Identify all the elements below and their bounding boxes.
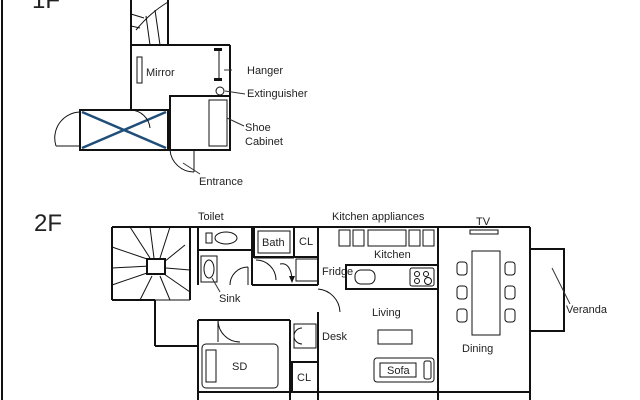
shoe-cabinet-enclosure bbox=[169, 95, 231, 151]
toilet-room bbox=[197, 227, 253, 285]
second-floor: 2F Toilet Kitchen appliances TV bbox=[34, 210, 608, 400]
shoe-cabinet-label-line1: Shoe bbox=[245, 122, 271, 134]
floor-label-2f: 2F bbox=[34, 210, 62, 237]
kitchen-label: Kitchen bbox=[374, 249, 411, 261]
hanger-shape bbox=[214, 48, 222, 81]
entry-arrow bbox=[279, 263, 293, 279]
mirror-label: Mirror bbox=[146, 67, 175, 79]
tv-label: TV bbox=[476, 216, 491, 228]
living-door-arc bbox=[317, 288, 341, 313]
staircase-2f bbox=[111, 226, 191, 301]
blocked-entry bbox=[79, 109, 169, 151]
door-arc-left-1f bbox=[54, 111, 81, 147]
dining-label: Dining bbox=[462, 343, 493, 355]
bath-label: Bath bbox=[262, 237, 285, 249]
sink-basin bbox=[203, 259, 215, 279]
bath-room: Bath bbox=[253, 226, 295, 281]
bedroom: SD bbox=[198, 319, 291, 400]
kitchen-counter bbox=[345, 264, 439, 290]
staircase-1f bbox=[130, 0, 169, 46]
sd-label: SD bbox=[232, 361, 247, 373]
veranda-label: Veranda bbox=[566, 304, 608, 316]
hall-door-arc bbox=[130, 109, 151, 129]
desk-chair bbox=[293, 327, 303, 345]
desk-shape bbox=[293, 323, 317, 349]
closet-bottom-label: CL bbox=[297, 372, 311, 384]
sofa-shape bbox=[373, 357, 435, 383]
living-label: Living bbox=[372, 307, 401, 319]
shoe-cabinet-shape bbox=[208, 99, 228, 147]
mirror-shape bbox=[136, 56, 143, 84]
entrance-door-arc bbox=[169, 149, 195, 173]
closet-top-label: CL bbox=[299, 236, 313, 248]
sink-label: Sink bbox=[219, 293, 241, 305]
shoe-cabinet-label-line2: Cabinet bbox=[245, 136, 283, 148]
desk-label: Desk bbox=[322, 331, 348, 343]
entrance-label: Entrance bbox=[199, 176, 243, 188]
sink-counter bbox=[200, 255, 218, 283]
extinguisher-icon bbox=[215, 86, 225, 96]
washroom-door-arc bbox=[229, 266, 249, 286]
toilet-label: Toilet bbox=[198, 211, 224, 223]
hanger-label: Hanger bbox=[247, 65, 283, 77]
kitchen-appliance-row bbox=[338, 229, 435, 247]
kitchen-appliances-label: Kitchen appliances bbox=[332, 211, 425, 223]
tv-shape bbox=[469, 229, 499, 235]
dining-set bbox=[456, 250, 516, 336]
first-floor: 1F Mirror Hanger bbox=[1, 0, 308, 400]
bath-door-arc bbox=[255, 259, 277, 281]
sofa-label: Sofa bbox=[387, 365, 411, 377]
fridge-label: Fridge bbox=[322, 266, 353, 278]
veranda-shape bbox=[529, 248, 565, 332]
floor-label-1f: 1F bbox=[32, 0, 60, 14]
extinguisher-label: Extinguisher bbox=[247, 88, 308, 100]
coffee-table bbox=[377, 329, 413, 345]
fridge-shape bbox=[295, 258, 319, 282]
outer-walls-2f bbox=[111, 226, 531, 400]
closet-top bbox=[293, 226, 319, 258]
